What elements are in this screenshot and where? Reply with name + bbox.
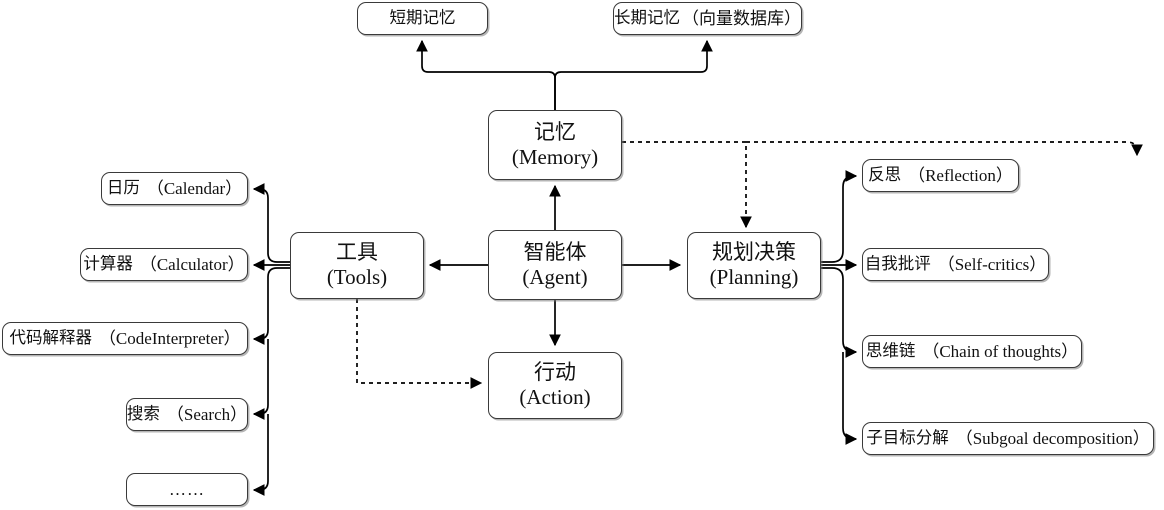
edge-planning-to-chainofthoughts [820, 267, 858, 358]
node-label-cn: 自我批评 [864, 254, 931, 274]
node-label-en: (Planning) [709, 265, 799, 289]
node-tools[interactable]: 工具 (Tools) [290, 232, 424, 299]
edge-memory-to-shortterm [416, 39, 556, 110]
node-chain-of-thoughts[interactable]: 思维链 （Chain of thoughts） [862, 335, 1082, 368]
node-label-en: (Agent) [522, 264, 588, 289]
node-label-en: （Reflection） [908, 165, 1013, 185]
node-label-cn: 搜索 [126, 404, 160, 424]
node-label-cn: …… [169, 479, 205, 499]
node-label-cn: 行动 [534, 360, 576, 385]
edge-tools-to-calendar [252, 183, 290, 263]
edge-tools-to-search [252, 339, 269, 420]
node-label-cn: 计算器 [83, 254, 133, 274]
node-label-cn: 日历 [106, 178, 140, 198]
node-label-cn: 反思 [868, 165, 902, 185]
node-label-en: （Chain of thoughts） [922, 341, 1079, 361]
node-label-cn: 工具 [336, 240, 378, 265]
edge-planning-to-subgoal [842, 352, 858, 445]
node-label-cn: 代码解释器 [9, 328, 92, 348]
node-label-cn: 短期记忆 [389, 8, 456, 28]
node-label-cn: 思维链 [865, 341, 916, 361]
node-calendar[interactable]: 日历 （Calendar） [101, 172, 248, 205]
node-calculator[interactable]: 计算器 （Calculator） [80, 248, 248, 281]
node-reflection[interactable]: 反思 （Reflection） [862, 159, 1019, 192]
node-label-en: （CodeInterpreter） [98, 328, 241, 348]
edge-planning-to-reflection [820, 170, 858, 263]
edge-memory-to-planning-dashed [622, 141, 752, 229]
edge-tools-to-codeinterpreter [252, 267, 290, 345]
node-label-en: （Calendar） [146, 178, 243, 198]
edge-memory-to-longterm [554, 39, 713, 110]
node-code-interpreter[interactable]: 代码解释器 （CodeInterpreter） [2, 322, 248, 355]
node-label-cn: 规划决策 [712, 240, 796, 265]
edge-memory-to-reflection-dashed [746, 141, 1143, 157]
edge-tools-to-more [252, 414, 269, 496]
node-label-en: （Calculator） [139, 254, 245, 274]
node-self-critics[interactable]: 自我批评 （Self-critics） [862, 248, 1049, 281]
node-action[interactable]: 行动 (Action) [488, 352, 622, 419]
edge-tools-to-action-dashed [356, 299, 483, 389]
node-label-en: （Subgoal decomposition） [955, 428, 1150, 448]
node-label-cn: 子目标分解 [866, 428, 949, 448]
node-label-en: (Memory) [511, 144, 599, 169]
node-label-en: （Self-critics） [937, 254, 1047, 274]
node-short-term-memory[interactable]: 短期记忆 [357, 2, 488, 35]
node-label-en: (Action) [519, 385, 591, 409]
node-label-en: (Tools) [326, 265, 388, 289]
node-label-cn: 长期记忆 [614, 8, 680, 28]
node-label-en: （Search） [166, 404, 248, 424]
node-agent[interactable]: 智能体 (Agent) [488, 230, 622, 300]
node-label-en: （向量数据库） [682, 8, 801, 28]
node-memory[interactable]: 记忆 (Memory) [488, 110, 622, 180]
node-long-term-memory[interactable]: 长期记忆 （向量数据库） [613, 2, 802, 35]
node-label-cn: 智能体 [523, 239, 587, 264]
node-label-cn: 记忆 [534, 119, 576, 144]
node-planning[interactable]: 规划决策 (Planning) [687, 232, 821, 299]
node-subgoal-decomposition[interactable]: 子目标分解 （Subgoal decomposition） [862, 422, 1154, 455]
node-search[interactable]: 搜索 （Search） [126, 398, 248, 431]
node-more-tools[interactable]: …… [126, 473, 248, 506]
